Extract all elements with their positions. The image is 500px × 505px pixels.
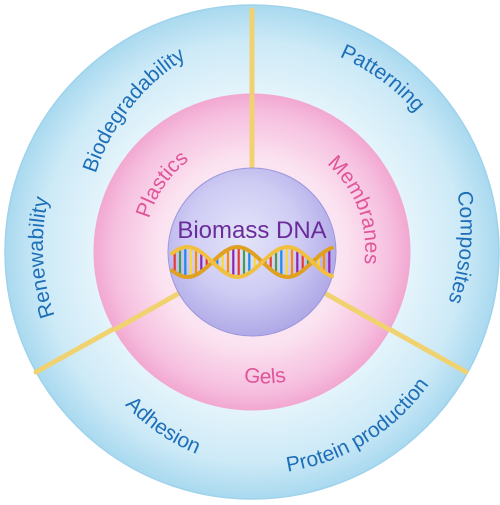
dna-helix-icon [170,244,334,280]
dna-backbone-strand [170,244,334,280]
dna-backbone-strand [170,244,334,280]
center-title: Biomass DNA [177,217,326,244]
middle-label-gels: Gels [243,364,287,389]
